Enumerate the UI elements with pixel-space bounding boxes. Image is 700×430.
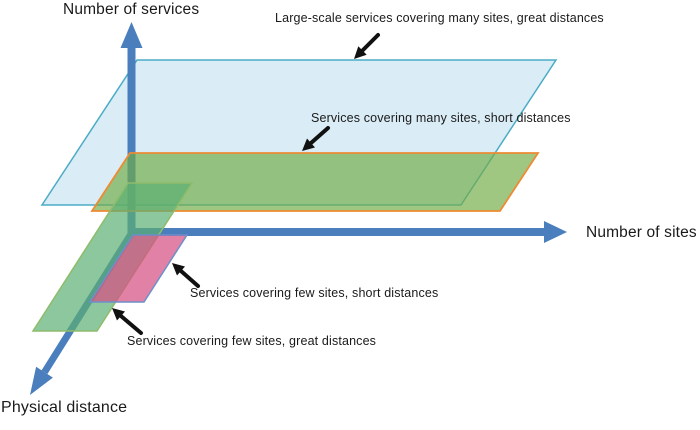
annotation-arrow-few-sites-great [112,308,143,335]
annotation-label-few-sites-great: Services covering few sites, great dista… [127,334,377,348]
annotation-arrow-large-scale [354,33,380,59]
z-axis-label: Physical distance [1,399,128,416]
annotation-arrow-few-sites-short [172,263,200,288]
x-axis-arrowhead-icon [544,221,567,243]
annotation-label-many-sites-short: Services covering many sites, short dist… [311,111,571,125]
arrowhead-icon [172,263,185,276]
annotation-arrow-many-sites-short [302,126,330,151]
z-axis-arrowhead-icon [30,366,53,395]
y-axis-arrowhead-icon [120,22,143,48]
arrowhead-icon [302,138,315,151]
x-axis-label: Number of sites [586,224,697,241]
annotation-label-large-scale: Large-scale services covering many sites… [275,11,604,25]
plane-few-sites-short-distances [88,234,189,303]
arrowhead-icon [112,308,125,321]
y-axis-label: Number of services [63,1,200,18]
plane-many-sites-short-distances [90,152,540,212]
plane-few-sites-great-distances [31,182,194,332]
arrowhead-icon [354,46,367,59]
x-axis-number-of-sites [131,221,567,243]
annotation-label-few-sites-short: Services covering few sites, short dista… [190,286,439,300]
